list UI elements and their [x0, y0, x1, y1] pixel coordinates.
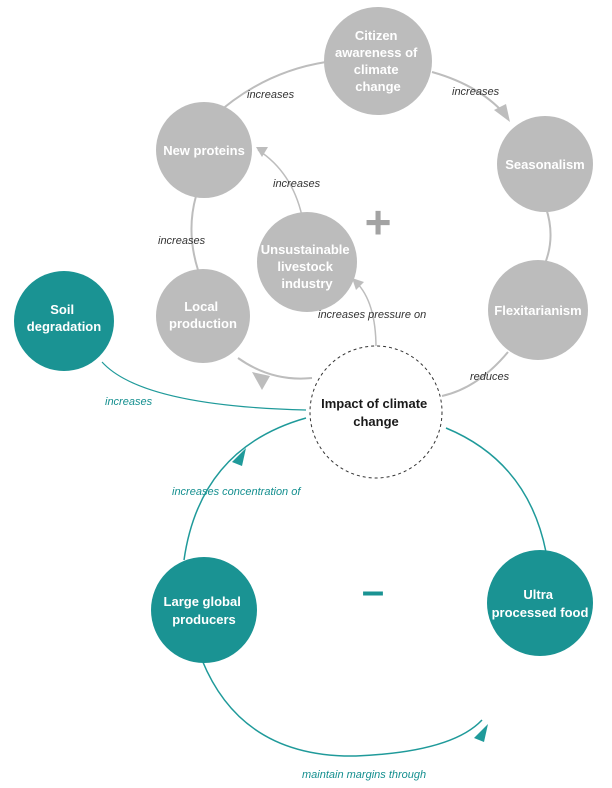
node-unsustainable-livestock: Unsustainable livestock industry [257, 212, 357, 312]
citizen-line-4: change [355, 79, 401, 94]
livestock-line-3: industry [281, 276, 333, 291]
svg-text:Large global producers: Large global producers [164, 594, 245, 627]
arrowhead-new-proteins [256, 147, 268, 157]
citizen-line-1: Citizen [355, 28, 398, 43]
label-local-to-new-proteins: increases [158, 235, 206, 247]
reinforcing-loop-plus-sign: + [365, 196, 392, 248]
node-new-proteins: New proteins [156, 102, 252, 198]
arrowhead-local-production [252, 372, 270, 390]
node-large-global-producers: Large global producers [151, 557, 257, 663]
edge-producers-to-ultra [201, 659, 483, 757]
node-ultra-processed-food: Ultra processed food [487, 550, 593, 656]
edge-soil-to-impact [101, 361, 307, 411]
local-production-line-2: production [169, 316, 237, 331]
edge-flexitarianism-to-impact [441, 351, 509, 397]
livestock-line-1: Unsustainable [261, 242, 350, 257]
node-impact-of-climate-change: Impact of climate change [309, 345, 443, 479]
producers-line-1: Large global [164, 594, 241, 609]
teal-connectors [101, 361, 547, 757]
new-proteins-label: New proteins [163, 143, 245, 158]
svg-text:Seasonalism: Seasonalism [505, 157, 585, 172]
livestock-line-2: livestock [277, 259, 333, 274]
citizen-line-3: climate [354, 62, 399, 77]
edge-ultra-to-impact [445, 427, 547, 553]
label-citizen-to-seasonalism: increases [452, 86, 500, 98]
svg-text:Citizen awareness of: Citizen awareness of climate change [335, 28, 421, 94]
edge-impact-to-producers [183, 417, 307, 561]
edge-impact-to-local [237, 357, 313, 380]
arrowhead-ultra [474, 724, 488, 742]
ultra-line-1: Ultra [523, 587, 553, 602]
label-flexitarianism-to-impact: reduces [470, 371, 510, 383]
label-producers-to-impact: increases concentration of [172, 486, 301, 498]
seasonalism-label: Seasonalism [505, 157, 585, 172]
impact-line-2: change [353, 414, 399, 429]
label-producers-to-ultra: maintain margins through [302, 769, 426, 781]
node-flexitarianism: Flexitarianism [488, 260, 588, 360]
citizen-line-2: awareness of [335, 45, 418, 60]
node-citizen-awareness: Citizen awareness of climate change [324, 7, 432, 115]
node-local-production: Local production [156, 269, 250, 363]
soil-line-1: Soil [50, 302, 74, 317]
svg-text:Local production: Local production [169, 299, 237, 331]
arrowhead-producers-loop [232, 448, 246, 466]
producers-line-2: producers [172, 612, 236, 627]
svg-text:Ultra processed food: Ultra processed food [492, 587, 589, 620]
svg-text:Flexitarianism: Flexitarianism [494, 303, 581, 318]
soil-line-2: degradation [27, 319, 101, 334]
edge-livestock-to-new-proteins [257, 149, 303, 217]
gray-connectors [190, 61, 552, 397]
arrowhead-seasonalism [494, 104, 510, 122]
balancing-loop-minus-sign: – [362, 569, 384, 613]
flexitarianism-label: Flexitarianism [494, 303, 581, 318]
edge-seasonalism-to-flexitarianism [543, 207, 552, 267]
node-soil-degradation: Soil degradation [14, 271, 114, 371]
label-soil-to-impact: increases [105, 396, 153, 408]
node-seasonalism: Seasonalism [497, 116, 593, 212]
label-impact-to-livestock: increases pressure on [318, 309, 426, 321]
local-production-line-1: Local [184, 299, 218, 314]
svg-text:Unsustainable livestock: Unsustainable livestock industry [261, 242, 353, 291]
svg-text:Soil degradation: Soil degradation [27, 302, 101, 334]
edge-local-to-new-proteins [190, 195, 199, 271]
svg-text:Impact of climate change: Impact of climate change [321, 396, 431, 429]
label-livestock-to-new-proteins: increases [273, 178, 321, 190]
svg-text:New proteins: New proteins [163, 143, 245, 158]
impact-line-1: Impact of climate [321, 396, 427, 411]
label-new-proteins-to-citizen: increases [247, 89, 295, 101]
ultra-line-2: processed food [492, 605, 589, 620]
arrowhead-livestock [352, 278, 364, 290]
